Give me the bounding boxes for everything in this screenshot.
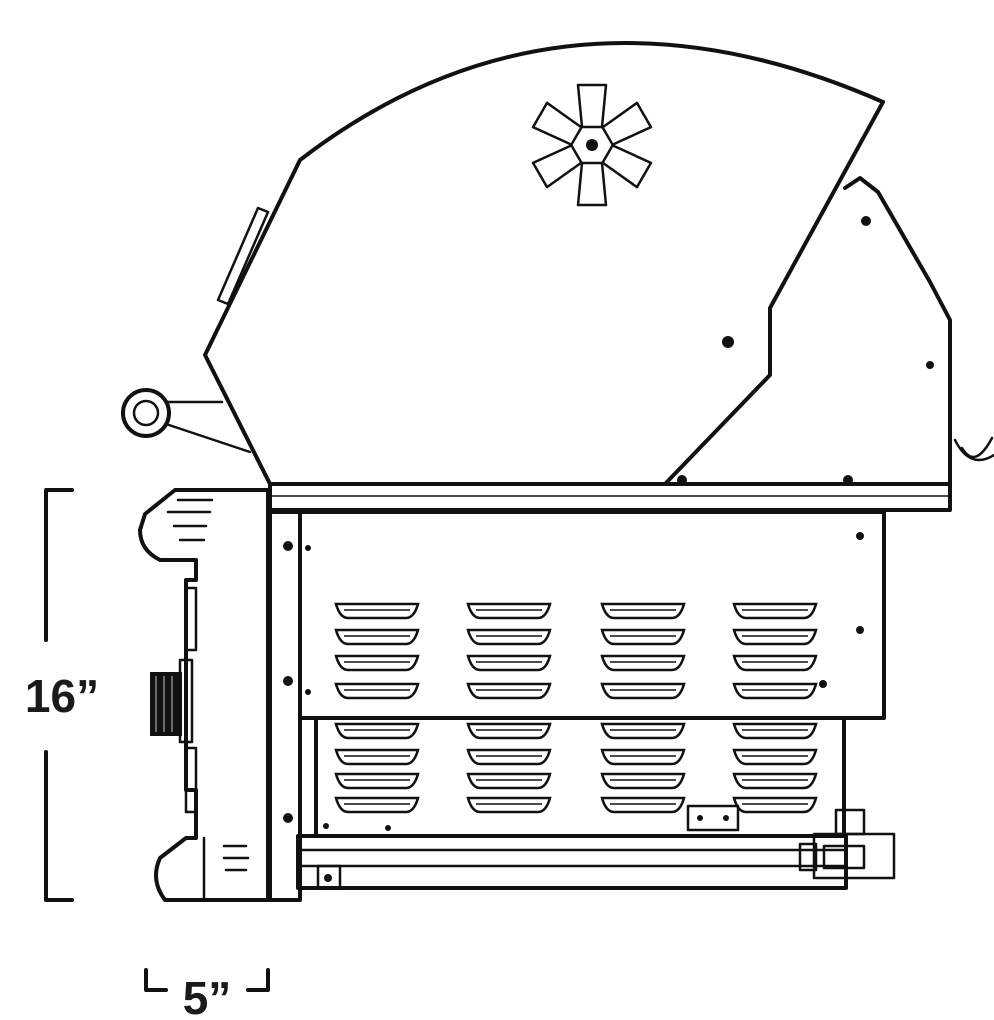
vent-slot — [334, 772, 420, 790]
height-dimension-label: 16” — [25, 670, 99, 722]
rear-bracket — [843, 176, 994, 486]
vent-slot — [600, 722, 686, 740]
vent-slot — [732, 628, 818, 646]
vent-slot — [732, 748, 818, 766]
vent-slot — [732, 602, 818, 620]
vent-slot — [600, 796, 686, 814]
grill-lid — [203, 41, 885, 486]
top-rail — [268, 475, 952, 512]
vent-slot — [466, 722, 552, 740]
side-post — [268, 510, 302, 902]
vent-slot — [466, 748, 552, 766]
vent-slot — [334, 602, 420, 620]
vent-slot — [466, 654, 552, 672]
vent-slot — [334, 654, 420, 672]
vent-slot — [334, 722, 420, 740]
vent-slot — [600, 772, 686, 790]
width-dimension-bracket — [144, 968, 270, 992]
vent-slot — [466, 682, 552, 700]
vent-slots — [334, 602, 818, 814]
vent-slot — [600, 628, 686, 646]
lid-hinge-ring — [121, 388, 252, 454]
vent-slot — [600, 654, 686, 672]
control-panel-highlighted — [138, 488, 270, 902]
vent-slot — [466, 602, 552, 620]
vent-slot — [334, 682, 420, 700]
height-dimension-bracket — [44, 488, 74, 902]
panel-knob-segments — [184, 586, 198, 814]
vent-slot — [466, 772, 552, 790]
vent-pinwheel-icon — [531, 83, 653, 207]
vent-slot — [334, 628, 420, 646]
vent-slot — [732, 654, 818, 672]
lower-frame — [296, 804, 896, 890]
vent-slot — [732, 682, 818, 700]
vent-slot — [466, 796, 552, 814]
vent-slot — [466, 628, 552, 646]
control-knob-icon — [150, 658, 194, 744]
vent-slot — [732, 796, 818, 814]
vent-slot — [732, 772, 818, 790]
width-dimension-label: 5” — [183, 972, 232, 1020]
vent-slot — [732, 722, 818, 740]
vent-slot — [334, 796, 420, 814]
gas-valve-icon — [798, 808, 896, 880]
vent-slot — [600, 602, 686, 620]
vent-slot — [334, 748, 420, 766]
vent-slot — [600, 748, 686, 766]
vent-slot — [600, 682, 686, 700]
